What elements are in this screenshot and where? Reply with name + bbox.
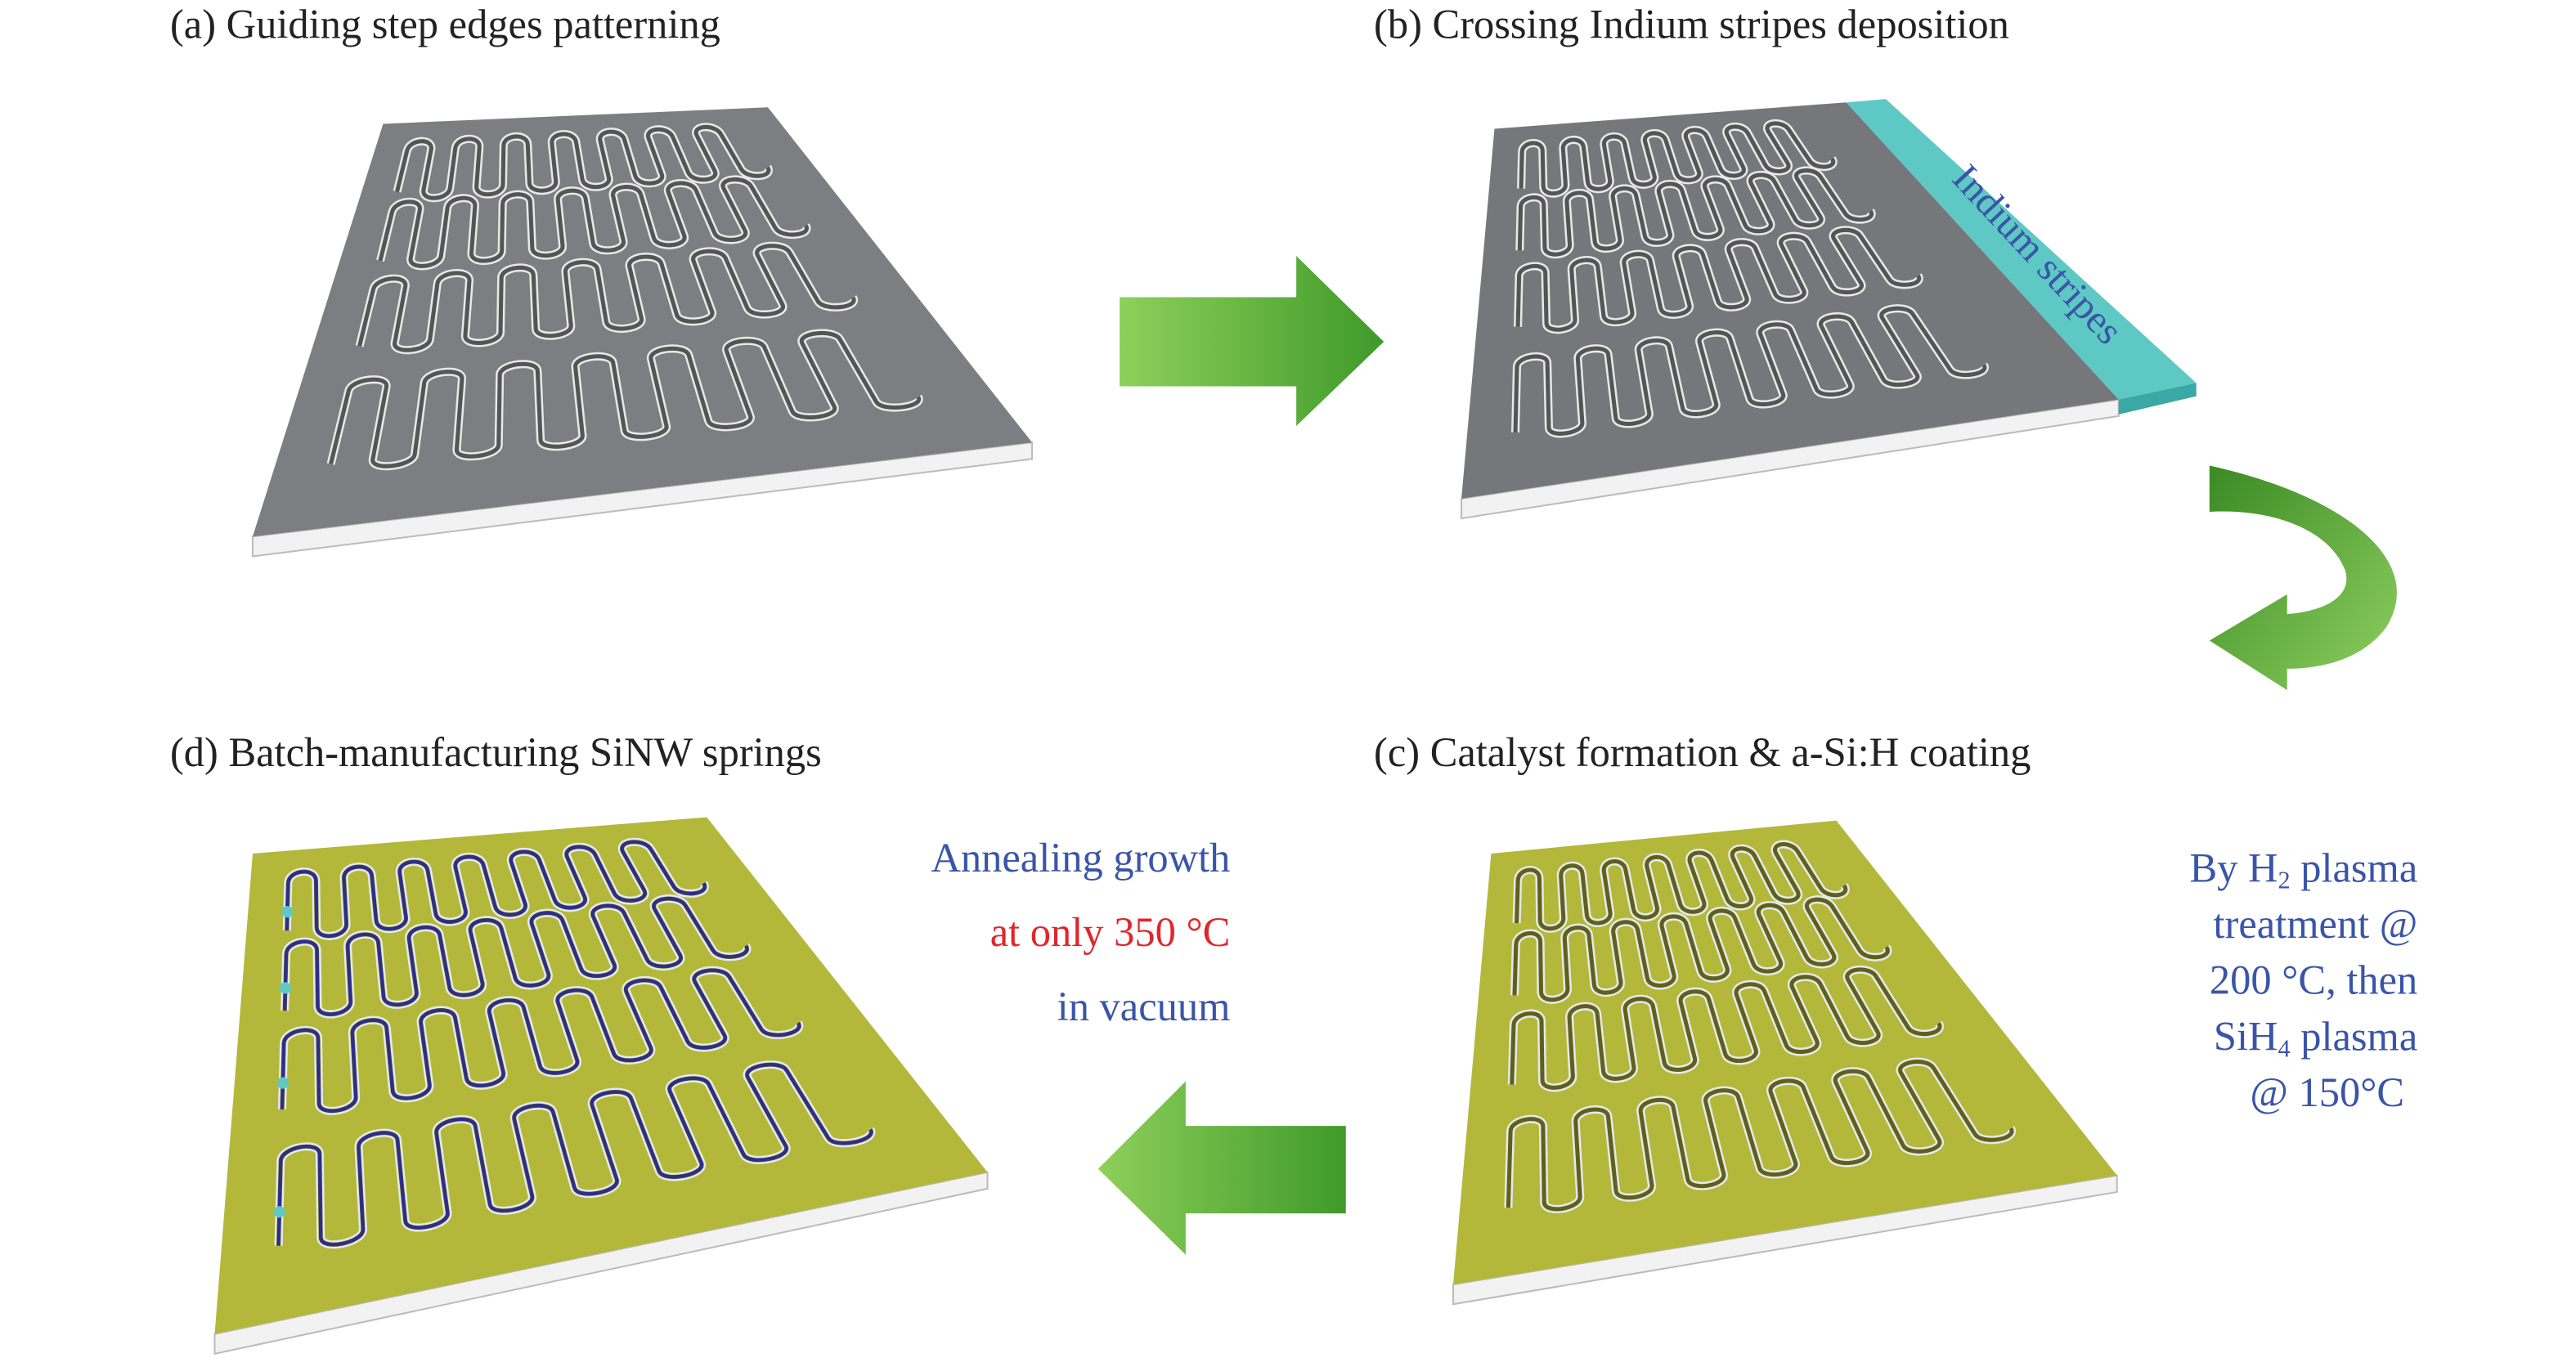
panel-d-catalyst-drop xyxy=(273,1206,285,1218)
panel-d-title: (d) Batch-manufacturing SiNW springs xyxy=(169,731,822,777)
panel-c-groove xyxy=(1506,1060,2014,1212)
plasma-line4: SiH xyxy=(2213,1015,2278,1060)
panel-c-groove xyxy=(1510,967,1942,1090)
panel-c-substrate xyxy=(1452,820,2117,1285)
sih4-subscript: 4 xyxy=(2278,1037,2291,1064)
panel-c-groove xyxy=(1515,842,1848,931)
plasma-line1-end: plasma xyxy=(2290,846,2418,892)
panel-b-substrate-edge xyxy=(1461,398,2120,520)
plasma-line4-end: plasma xyxy=(2290,1015,2418,1060)
panel-d-catalyst-drop xyxy=(276,1077,289,1089)
panel-a-groove xyxy=(329,330,922,468)
panel-d-catalyst-drop xyxy=(281,906,294,918)
arrow-right-icon xyxy=(1120,255,1384,426)
plasma-line3: 200 °C, then xyxy=(2209,959,2418,1004)
plasma-note: By H2 plasma treatment @ 200 °C, then Si… xyxy=(2189,842,2417,1123)
anneal-line2: at only 350 °C xyxy=(990,911,1231,957)
panel-d-sinw-spring xyxy=(276,1063,873,1247)
panel-c-title: (c) Catalyst formation & a-Si:H coating xyxy=(1374,731,2031,777)
panel-d-catalyst-drop xyxy=(279,982,291,994)
panel-a-groove xyxy=(378,177,810,268)
panel-d-sinw-spring xyxy=(280,968,801,1113)
plasma-line5: @ 150°C xyxy=(2250,1071,2405,1117)
plasma-line2: treatment @ xyxy=(2213,903,2418,948)
panel-b-groove xyxy=(1519,121,1836,196)
anneal-note: Annealing growth at only 350 °C in vacuu… xyxy=(931,822,1230,1046)
panel-b-title: (b) Crossing Indium stripes deposition xyxy=(1374,3,2009,48)
panel-d-sinw-spring xyxy=(283,897,749,1016)
h2-subscript: 2 xyxy=(2278,868,2291,895)
panel-b-groove xyxy=(1517,168,1874,257)
anneal-line1: Annealing growth xyxy=(931,836,1231,882)
panel-b-groove xyxy=(1515,227,1922,332)
panel-d-sinw-spring xyxy=(285,840,707,938)
panel-a-groove xyxy=(357,244,856,352)
curved-arrow-icon xyxy=(2209,465,2397,691)
panel-d-substrate-edge xyxy=(213,1171,989,1356)
plasma-line1: By H xyxy=(2189,846,2278,892)
panel-a-title: (a) Guiding step edges patterning xyxy=(169,3,720,48)
panel-c-groove xyxy=(1512,897,1890,1002)
arrow-left-icon xyxy=(1097,1081,1346,1255)
indium-stripe xyxy=(1846,99,2197,400)
panel-a-groove xyxy=(395,124,771,200)
indium-stripe-edge xyxy=(2118,383,2197,415)
panel-b-groove xyxy=(1513,306,1987,436)
anneal-line3: in vacuum xyxy=(1057,985,1231,1031)
